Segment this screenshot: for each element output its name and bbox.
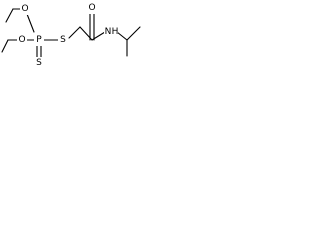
- atom-labels: O O P S S O N H: [17, 2, 118, 69]
- atom-s-thioether-label: S: [60, 35, 66, 45]
- atom-o-upper: O: [20, 3, 30, 15]
- atom-phosphorus-label: P: [36, 35, 42, 45]
- atom-o-carbonyl: O: [87, 2, 97, 14]
- bond-ethyl2-ch3-ch2: [1, 39, 9, 53]
- atom-o-carbonyl-label: O: [88, 3, 95, 13]
- atom-o-lower: O: [17, 34, 27, 46]
- bond-n-ch: [116, 31, 128, 41]
- atom-phosphorus: P: [34, 34, 44, 46]
- atom-s-thione: S: [34, 57, 44, 69]
- atom-s-thioether: S: [58, 34, 68, 46]
- bond-s-ch2: [68, 26, 81, 39]
- bond-ethyl1-ch3-ch2: [5, 8, 14, 23]
- atom-s-thione-label: S: [36, 58, 42, 68]
- bond-ch-ch3-up: [126, 26, 141, 41]
- bond-o-upper-p: [26, 13, 35, 33]
- bonds: [1, 8, 141, 59]
- atom-o-upper-label: O: [21, 4, 28, 14]
- atom-h-amide-label: H: [112, 27, 119, 37]
- atom-nh-amide: N H: [104, 26, 118, 38]
- atom-o-lower-label: O: [18, 35, 25, 45]
- chemical-structure: O O P S S O N H: [1, 2, 141, 69]
- atom-n-amide-label: N: [105, 27, 112, 37]
- bond-c-n: [91, 31, 106, 41]
